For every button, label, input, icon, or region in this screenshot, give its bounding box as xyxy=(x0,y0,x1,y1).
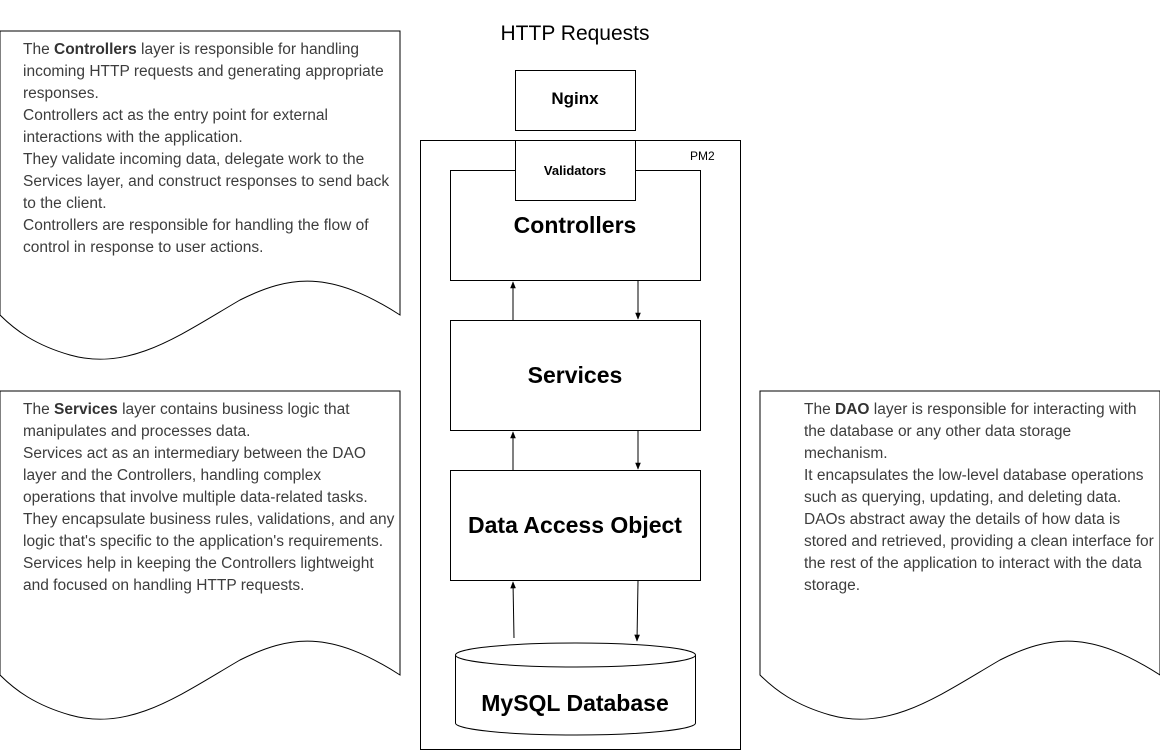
note-line: DAOs abstract away the details of how da… xyxy=(804,511,1154,594)
database-label: MySQL Database xyxy=(481,690,669,716)
dao-note-keyword: DAO xyxy=(835,401,870,418)
services-note-keyword: Services xyxy=(54,401,118,418)
dao-note: The DAO layer is responsible for interac… xyxy=(804,399,1158,597)
lead-prefix: The xyxy=(804,401,836,418)
lead-suffix: layer is responsible for interacting wit… xyxy=(804,401,1137,462)
note-line: Services act as an intermediary between … xyxy=(23,445,368,506)
dao-note-shape xyxy=(759,390,1160,720)
controllers-note-keyword: Controllers xyxy=(54,41,137,58)
services-label: Services xyxy=(527,362,623,388)
note-line: Controllers are responsible for handling… xyxy=(23,217,369,256)
nginx-label: Nginx xyxy=(551,89,599,108)
pm2-label: PM2 xyxy=(690,149,715,163)
arrow-db-to-dao xyxy=(510,581,516,639)
services-box xyxy=(450,320,701,431)
dao-label: Data Access Object xyxy=(468,512,682,538)
controllers-note: The Controllers layer is responsible for… xyxy=(23,39,395,259)
page-title: HTTP Requests xyxy=(500,22,650,45)
services-note-lead: The Services layer contains business log… xyxy=(23,399,397,443)
note-line: It encapsulates the low-level database o… xyxy=(804,467,1144,506)
controllers-label: Controllers xyxy=(513,212,637,238)
controllers-note-lead: The Controllers layer is responsible for… xyxy=(23,39,395,105)
note-line: They validate incoming data, delegate wo… xyxy=(23,151,390,212)
validators-box xyxy=(515,140,636,201)
note-line: Controllers act as the entry point for e… xyxy=(23,107,328,146)
note-line: Services help in keeping the Controllers… xyxy=(23,555,374,594)
controllers-note-shape xyxy=(0,30,401,360)
lead-suffix: layer contains business logic that manip… xyxy=(23,401,350,440)
lead-prefix: The xyxy=(23,41,55,58)
lead-prefix: The xyxy=(23,401,55,418)
services-note-shape xyxy=(0,390,401,720)
database-cylinder xyxy=(455,642,696,736)
validators-label: Validators xyxy=(543,163,607,178)
arrow-dao-to-db xyxy=(634,580,640,642)
dao-note-lead: The DAO layer is responsible for interac… xyxy=(804,399,1158,465)
services-note: The Services layer contains business log… xyxy=(23,399,397,597)
nginx-box xyxy=(515,70,636,131)
note-line: They encapsulate business rules, validat… xyxy=(23,511,395,550)
lead-suffix: layer is responsible for handling incomi… xyxy=(23,41,384,102)
dao-box xyxy=(450,470,701,581)
